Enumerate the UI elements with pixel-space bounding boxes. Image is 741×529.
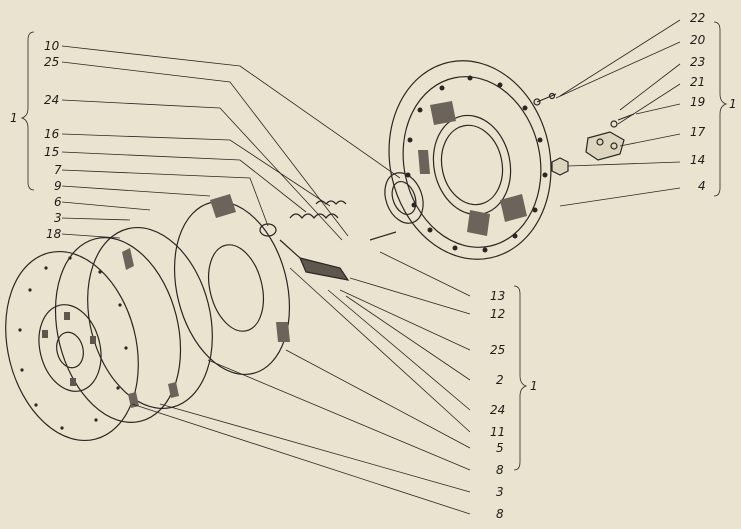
release-lever-12 bbox=[279, 239, 350, 281]
pressure-disc bbox=[173, 194, 291, 376]
label-24-bottom: 24 bbox=[490, 403, 505, 417]
leader-lines bbox=[61, 19, 681, 515]
label-15: 15 bbox=[44, 145, 59, 159]
label-25-left: 25 bbox=[44, 55, 59, 69]
driven-disc-back bbox=[87, 226, 213, 410]
label-16: 16 bbox=[44, 127, 60, 141]
left-group-label: 1 bbox=[10, 111, 18, 125]
bolt-13 bbox=[369, 231, 397, 241]
release-ring bbox=[384, 172, 424, 224]
label-7: 7 bbox=[54, 163, 62, 177]
label-4: 4 bbox=[698, 179, 706, 193]
label-5: 5 bbox=[496, 441, 504, 455]
label-14: 14 bbox=[690, 153, 705, 167]
top-right-group-label: 1 bbox=[729, 97, 737, 111]
clutch-cover bbox=[388, 60, 552, 260]
label-22: 22 bbox=[690, 11, 705, 25]
nut-14 bbox=[551, 157, 569, 176]
label-24-left: 24 bbox=[44, 93, 59, 107]
label-8-lower: 8 bbox=[496, 507, 504, 521]
label-11: 11 bbox=[490, 425, 505, 439]
plate-17 bbox=[585, 131, 625, 161]
label-18: 18 bbox=[46, 227, 62, 241]
top-right-bracket bbox=[713, 21, 728, 197]
label-3-left: 3 bbox=[54, 211, 62, 225]
label-17: 17 bbox=[690, 125, 706, 139]
driven-disc-front bbox=[5, 250, 139, 442]
spring-16 bbox=[289, 200, 347, 219]
label-25-bottom: 25 bbox=[490, 343, 505, 357]
lug bbox=[168, 382, 179, 398]
label-9: 9 bbox=[54, 179, 62, 193]
label-3-bottom: 3 bbox=[496, 485, 504, 499]
label-6: 6 bbox=[54, 195, 62, 209]
left-group-bracket bbox=[20, 31, 35, 191]
label-12: 12 bbox=[490, 307, 505, 321]
lug bbox=[122, 248, 134, 270]
label-2: 2 bbox=[496, 373, 504, 387]
bottom-right-group-label: 1 bbox=[530, 379, 538, 393]
bolt-22 bbox=[533, 93, 557, 106]
cup-15 bbox=[259, 223, 277, 237]
washer-20 bbox=[548, 92, 556, 100]
bottom-right-bracket bbox=[513, 285, 528, 471]
washer-21 bbox=[610, 120, 618, 128]
label-21: 21 bbox=[690, 75, 705, 89]
lug bbox=[128, 392, 139, 408]
label-20: 20 bbox=[690, 33, 706, 47]
label-13: 13 bbox=[490, 289, 505, 303]
driven-disc-mid bbox=[54, 237, 182, 423]
label-8-upper: 8 bbox=[496, 463, 504, 477]
label-19: 19 bbox=[690, 95, 705, 109]
label-23: 23 bbox=[690, 55, 705, 69]
label-10: 10 bbox=[44, 39, 60, 53]
